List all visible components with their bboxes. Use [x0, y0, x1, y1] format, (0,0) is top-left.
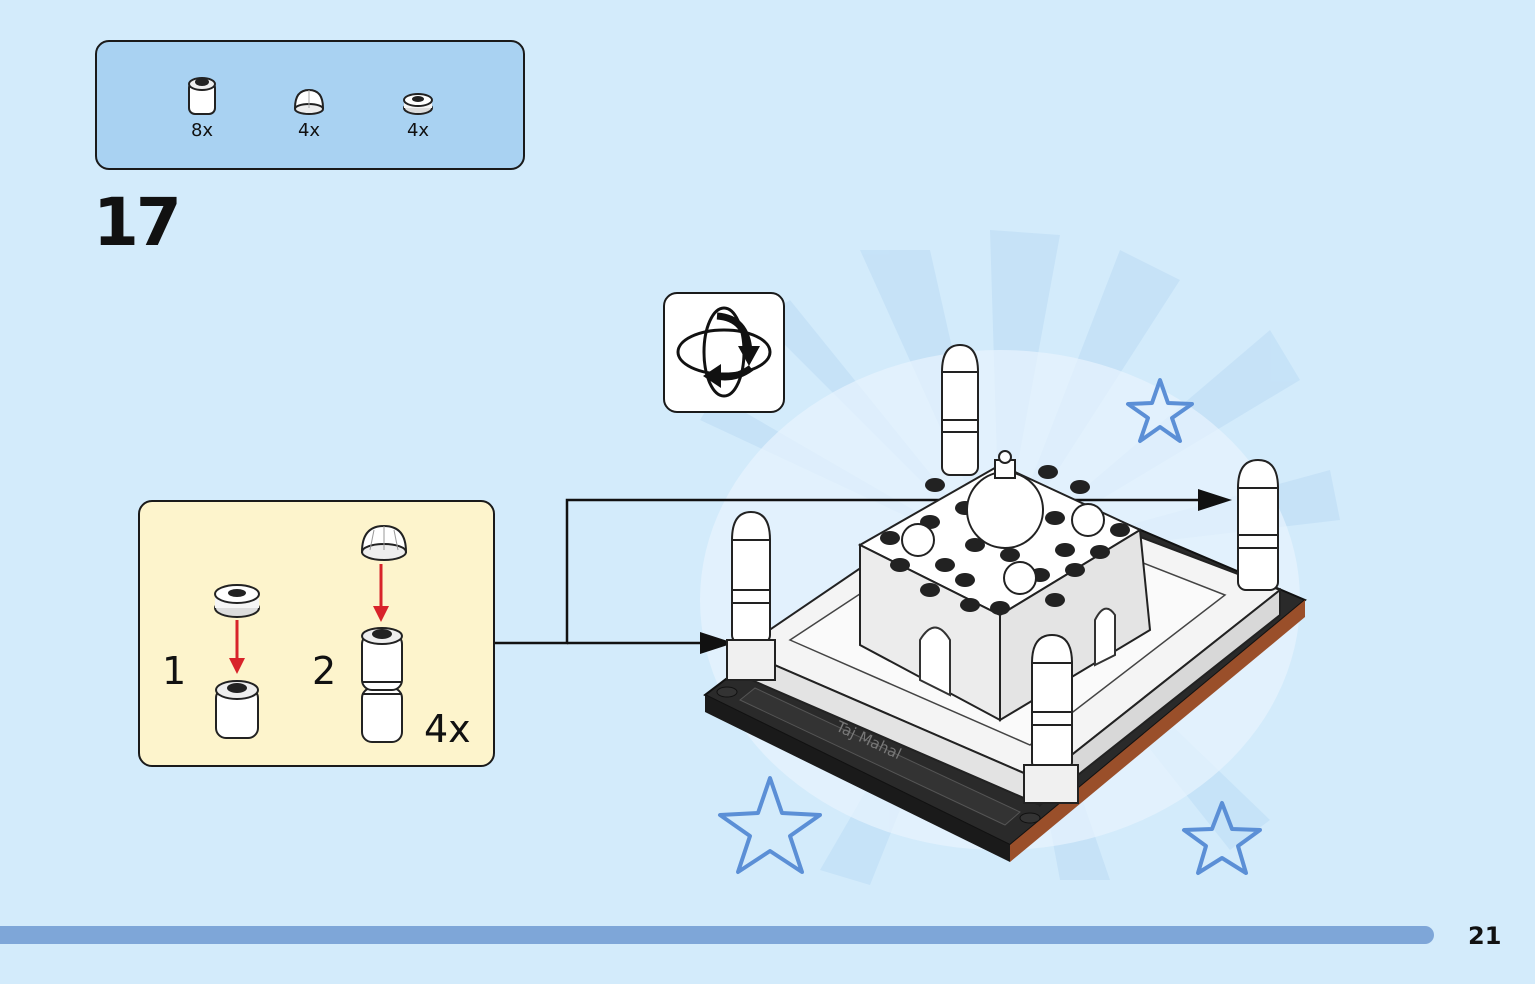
dome-icon: [293, 88, 325, 115]
sub-step-number: 1: [162, 649, 187, 693]
part-quantity: 8x: [190, 120, 214, 141]
red-arrow-icon: [229, 658, 245, 674]
part-round-plate: 4x: [388, 86, 448, 141]
round-plate-icon: [214, 584, 260, 618]
part-dome: 4x: [279, 86, 339, 141]
star-icon: [1126, 378, 1194, 443]
part-round-brick: 8x: [172, 72, 232, 141]
sub-assembly-box: 1 2 4x: [138, 500, 495, 767]
minaret: [1236, 458, 1280, 591]
step-number: 17: [93, 184, 182, 261]
dome-icon: [360, 524, 408, 561]
rotate-model-callout: [663, 292, 785, 413]
taj-mahal-model: Taj Mahal: [703, 343, 1307, 862]
sub-step-number: 2: [312, 649, 337, 693]
rotate-icon: [676, 306, 772, 398]
sub-assembly-illustration: [214, 524, 408, 743]
minaret: [726, 510, 776, 681]
arrow-head-icon: [1198, 489, 1232, 511]
red-arrow-icon: [373, 606, 389, 622]
minaret: [940, 343, 980, 476]
minaret: [1023, 633, 1079, 804]
parts-list-box: 8x 4x 4x: [95, 40, 525, 170]
round-brick-icon: [215, 680, 259, 739]
star-icon: [1182, 801, 1262, 875]
page-number: 21: [1468, 922, 1502, 950]
progress-bar: [0, 926, 1434, 944]
stacked-round-bricks-icon: [361, 627, 403, 743]
callout-arrows: [495, 498, 1205, 645]
part-quantity: 4x: [297, 120, 321, 141]
sub-assembly-quantity: 4x: [424, 707, 471, 751]
arrow-head-icon: [700, 632, 734, 654]
round-plate-icon: [403, 93, 433, 115]
round-brick-icon: [188, 77, 216, 115]
star-icon: [718, 776, 822, 874]
part-quantity: 4x: [406, 120, 430, 141]
